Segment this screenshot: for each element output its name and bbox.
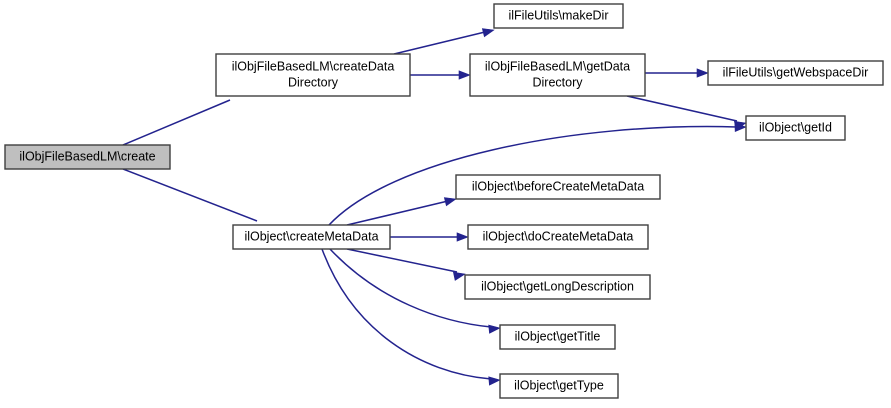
edge-line <box>626 95 738 122</box>
arrowhead-icon <box>458 70 471 80</box>
arrowhead-icon <box>696 68 709 78</box>
node-label: ilObject\getTitle <box>515 329 601 343</box>
node-getType[interactable]: ilObject\getType <box>499 373 619 399</box>
edge-createMetaData-getTitle <box>329 248 501 334</box>
node-label: ilObject\getLongDescription <box>481 279 634 293</box>
node-label: ilObjFileBasedLM\createData <box>232 59 395 73</box>
edge-createDataDirectory-makeDir <box>393 28 495 55</box>
node-createMetaData[interactable]: ilObject\createMetaData <box>232 224 391 250</box>
node-label: Directory <box>532 75 583 89</box>
node-box[interactable] <box>455 174 661 200</box>
edge-line <box>346 200 449 226</box>
edge-line <box>122 99 231 146</box>
arrowhead-icon <box>488 324 501 334</box>
node-getLongDescription[interactable]: ilObject\getLongDescription <box>464 274 651 300</box>
arrowhead-icon <box>481 28 495 38</box>
node-doCreateMetaData[interactable]: ilObject\doCreateMetaData <box>467 224 649 250</box>
edge-line <box>122 168 258 222</box>
arrowhead-icon <box>452 271 466 281</box>
node-label: Directory <box>288 75 339 89</box>
edge-line <box>321 248 492 380</box>
edge-getDataDirectory-getWebspaceDir <box>645 68 709 78</box>
node-box[interactable] <box>499 324 616 350</box>
node-label: ilFileUtils\getWebspaceDir <box>723 65 869 79</box>
edge-line <box>329 248 492 328</box>
node-box[interactable] <box>232 224 391 250</box>
node-label: ilObjFileBasedLM\getData <box>485 59 630 73</box>
node-box[interactable] <box>469 53 646 97</box>
node-box[interactable] <box>745 115 846 141</box>
edge-createMetaData-beforeCreateMetaData <box>346 197 457 226</box>
arrowhead-icon <box>488 376 501 386</box>
node-label: ilObject\doCreateMetaData <box>483 229 634 243</box>
arrowhead-icon <box>734 122 747 133</box>
edge-createMetaData-getType <box>321 248 501 386</box>
node-box-root[interactable] <box>4 144 171 170</box>
edge-createMetaData-getId <box>328 122 747 226</box>
edge-create-createMetaData <box>122 168 266 234</box>
edge-createMetaData-doCreateMetaData <box>390 232 469 242</box>
node-beforeCreateMetaData[interactable]: ilObject\beforeCreateMetaData <box>455 174 661 200</box>
node-makeDir[interactable]: ilFileUtils\makeDir <box>493 3 624 29</box>
node-getWebspaceDir[interactable]: ilFileUtils\getWebspaceDir <box>707 60 884 86</box>
node-label: ilObjFileBasedLM\create <box>19 149 155 163</box>
edge-line <box>328 125 738 226</box>
node-box[interactable] <box>215 53 411 97</box>
node-getId[interactable]: ilObject\getId <box>745 115 846 141</box>
node-create[interactable]: ilObjFileBasedLM\create <box>4 144 171 170</box>
edge-getDataDirectory-getId <box>626 95 747 131</box>
edge-line <box>393 31 486 55</box>
node-label: ilFileUtils\makeDir <box>508 8 608 22</box>
node-box[interactable] <box>493 3 624 29</box>
nodes-layer: ilObjFileBasedLM\create ilObjFileBasedLM\… <box>4 3 884 399</box>
node-label: ilObject\getType <box>514 378 604 392</box>
node-box[interactable] <box>464 274 651 300</box>
node-box[interactable] <box>707 60 884 86</box>
node-box[interactable] <box>467 224 649 250</box>
node-getTitle[interactable]: ilObject\getTitle <box>499 324 616 350</box>
edge-line <box>346 248 458 273</box>
arrowhead-icon <box>456 232 469 242</box>
arrowhead-icon <box>443 197 457 207</box>
node-box[interactable] <box>499 373 619 399</box>
edge-createMetaData-getLongDescription <box>346 248 466 281</box>
node-label: ilObject\getId <box>759 120 832 134</box>
node-label: ilObject\beforeCreateMetaData <box>472 179 644 193</box>
node-label: ilObject\createMetaData <box>244 229 378 243</box>
edge-createDataDirectory-getDataDirectory <box>410 70 471 80</box>
